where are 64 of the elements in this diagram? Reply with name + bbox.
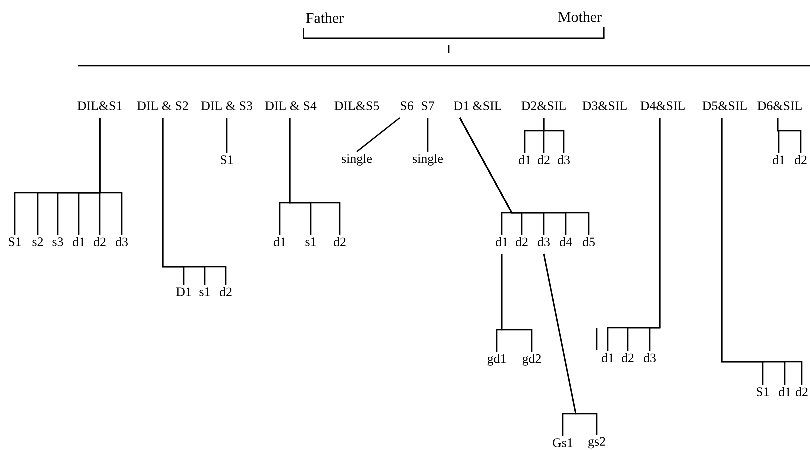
connector-line bbox=[459, 118, 590, 236]
name-label: d3 bbox=[644, 353, 656, 363]
name-label: s1 bbox=[306, 238, 316, 246]
name-label: D1 &SIL bbox=[454, 102, 502, 110]
name-label: single bbox=[342, 154, 372, 166]
connector-line bbox=[303, 27, 605, 40]
name-label: DIL & S2 bbox=[137, 102, 188, 110]
name-label: s1 bbox=[200, 288, 210, 296]
name-label: d2 bbox=[796, 387, 808, 397]
connector-line bbox=[721, 118, 803, 386]
name-label: D5&SIL bbox=[702, 102, 747, 110]
name-label: single bbox=[413, 154, 444, 166]
name-label: gd2 bbox=[522, 354, 541, 366]
name-label: d2 bbox=[220, 287, 232, 297]
name-label: DIL & S4 bbox=[265, 102, 317, 110]
name-label: d2 bbox=[516, 237, 528, 247]
name-label: d3 bbox=[558, 155, 570, 165]
name-label: DIL&S1 bbox=[78, 102, 122, 110]
connector-line bbox=[427, 118, 429, 152]
name-label: d1 bbox=[779, 387, 791, 397]
name-label: d1 bbox=[274, 237, 286, 247]
name-label: d1 bbox=[519, 155, 531, 165]
name-label: S7 bbox=[422, 102, 434, 110]
name-label: d2 bbox=[334, 237, 346, 247]
name-label: d3 bbox=[538, 237, 550, 247]
name-label: d3 bbox=[116, 237, 128, 247]
name-label: D3&SIL bbox=[582, 102, 627, 110]
name-label: D1 bbox=[176, 288, 192, 296]
name-label: Father bbox=[306, 12, 344, 24]
name-label: S1 bbox=[221, 156, 234, 164]
name-label: gs2 bbox=[588, 437, 606, 449]
name-label: d2 bbox=[795, 155, 807, 165]
name-label: s2 bbox=[32, 238, 44, 246]
name-label: D2&SIL bbox=[522, 102, 566, 110]
connector-line bbox=[356, 117, 400, 152]
name-label: d1 bbox=[602, 353, 614, 363]
name-label: s3 bbox=[52, 238, 64, 246]
connector-line bbox=[99, 118, 123, 236]
connector-line bbox=[543, 254, 598, 436]
name-label: d2 bbox=[538, 155, 550, 165]
name-label: S1 bbox=[757, 388, 770, 396]
name-label: D4&SIL bbox=[640, 102, 685, 110]
connector-line bbox=[289, 118, 341, 236]
name-label: S1 bbox=[9, 238, 22, 246]
name-label: d1 bbox=[496, 237, 508, 247]
name-label: d1 bbox=[73, 237, 85, 247]
name-label: Mother bbox=[558, 12, 602, 22]
name-label: Gs1 bbox=[553, 438, 573, 448]
name-label: d5 bbox=[583, 237, 595, 247]
connector-line bbox=[226, 118, 228, 154]
connector-line bbox=[501, 254, 533, 352]
connector-line bbox=[543, 118, 565, 154]
name-label: D6&SIL bbox=[758, 102, 802, 110]
name-label: DIL & S3 bbox=[201, 102, 252, 110]
name-label: d2 bbox=[94, 237, 106, 247]
name-label: d2 bbox=[622, 353, 634, 363]
connector-line bbox=[777, 118, 802, 154]
name-label: S6 bbox=[401, 102, 414, 110]
name-label: d1 bbox=[773, 155, 785, 165]
name-label: DIL&S5 bbox=[334, 102, 380, 110]
name-label: d4 bbox=[560, 237, 572, 247]
name-label: gd1 bbox=[488, 354, 506, 366]
connector-line bbox=[162, 118, 227, 286]
connector-line bbox=[649, 118, 661, 352]
